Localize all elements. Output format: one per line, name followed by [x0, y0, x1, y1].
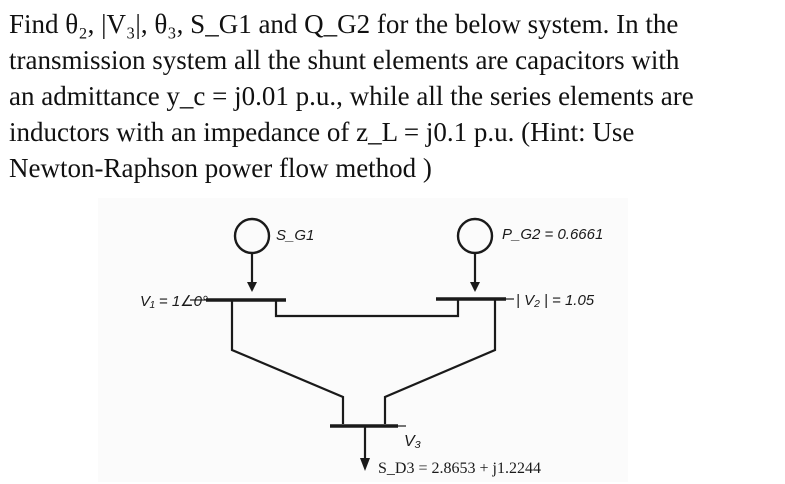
power-system-diagram: V₁ = 1∠0° S_G1 P_G2 = 0.6661 | V₂ | = 1.… [0, 192, 785, 484]
generator-1-label: S_G1 [276, 227, 314, 244]
question-line-4: inductors with an impedance of z_L = j0.… [9, 117, 635, 147]
question-line-1: Find θ₂, |V₃|, θ₃, S_G1 and Q_G2 for the… [9, 9, 679, 39]
load-3-arrow [360, 426, 370, 471]
line-1-2 [274, 299, 460, 318]
bus-3-voltage-label: V₃ [404, 433, 421, 450]
question-text: Find θ₂, |V₃|, θ₃, S_G1 and Q_G2 for the… [9, 6, 781, 186]
generator-1-symbol [233, 217, 271, 292]
scan-background [98, 198, 628, 482]
question-line-3: an admittance y_c = j0.01 p.u., while al… [9, 81, 694, 111]
line-2-3 [383, 299, 497, 424]
load-3-label: S_D3 = 2.8653 + j1.2244 [378, 460, 541, 477]
generator-2-power-label: P_G2 = 0.6661 [502, 226, 603, 243]
question-line-5: Newton-Raphson power flow method ) [9, 153, 432, 183]
bus-1-voltage-label: V₁ = 1∠0° [140, 293, 208, 310]
generator-2-symbol [456, 217, 494, 292]
bus-2-voltage-label: | V₂ | = 1.05 [516, 292, 595, 309]
question-line-2: transmission system all the shunt elemen… [9, 45, 680, 75]
one-line-diagram-svg: V₁ = 1∠0° S_G1 P_G2 = 0.6661 | V₂ | = 1.… [98, 198, 628, 482]
line-1-3 [230, 300, 345, 424]
